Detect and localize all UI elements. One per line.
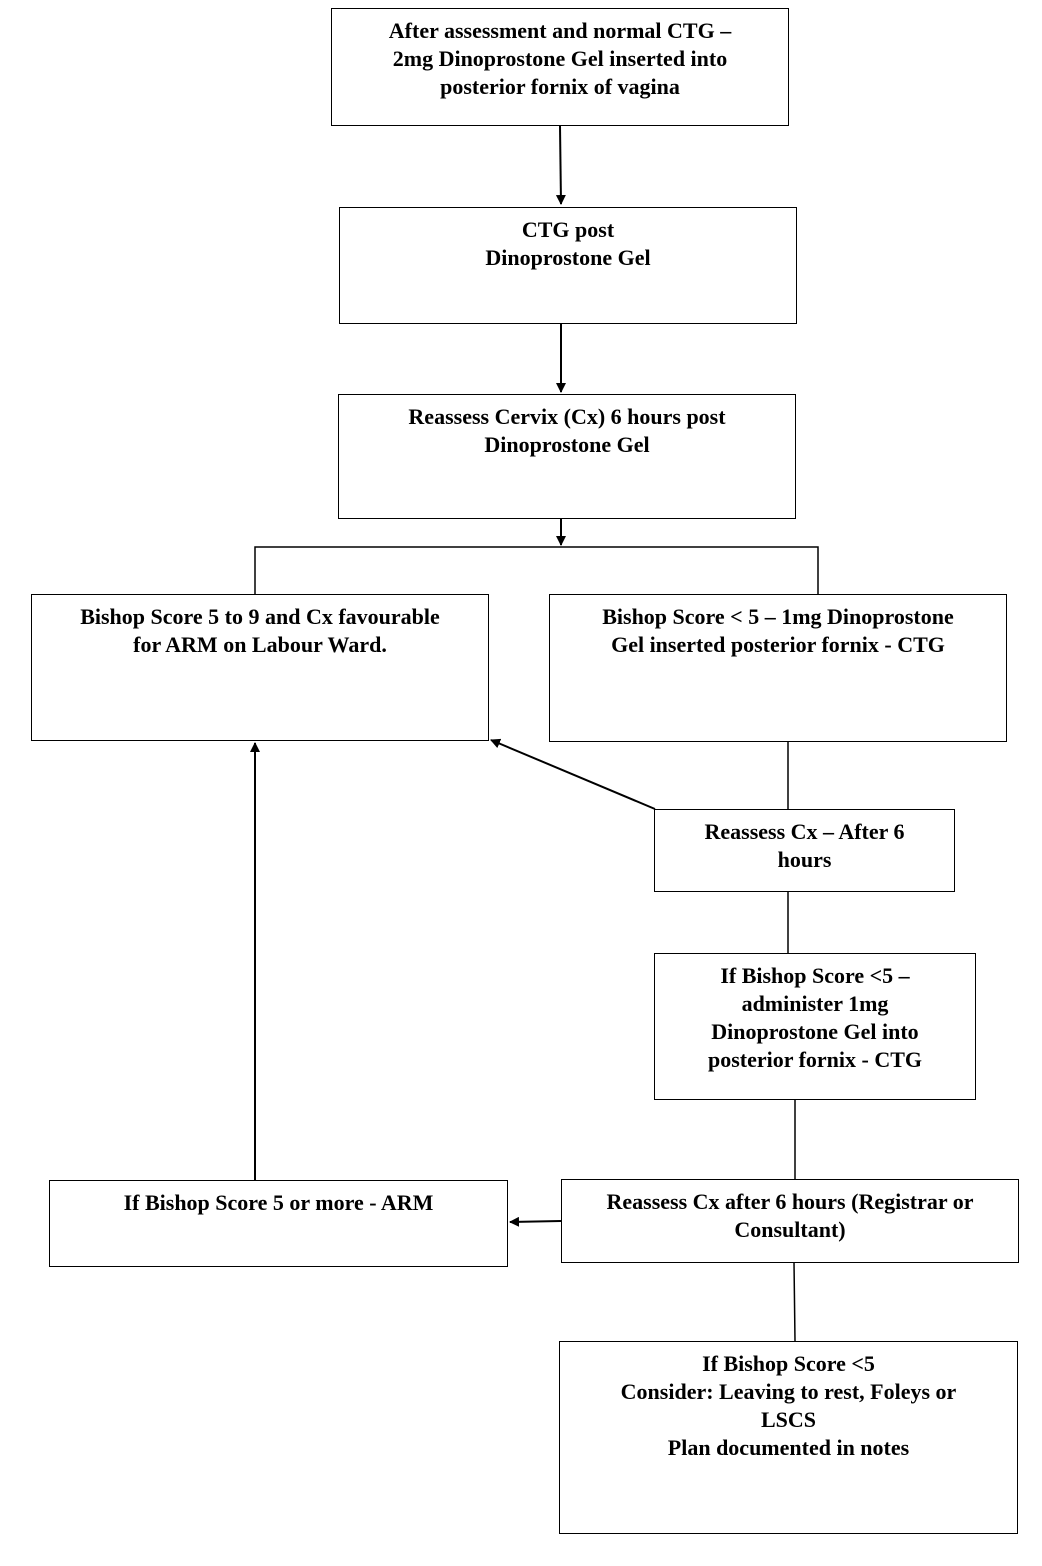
node-second-dose: If Bishop Score <5 – administer 1mg Dino…: [654, 953, 976, 1100]
arrow-senior-to-arm: [509, 1216, 562, 1227]
node-text: Plan documented in notes: [667, 1435, 910, 1460]
node-text: If Bishop Score <5 –: [720, 963, 910, 988]
node-favourable-arm: Bishop Score 5 to 9 and Cx favourable fo…: [31, 594, 489, 741]
node-text: 2mg Dinoprostone Gel inserted into: [392, 46, 728, 71]
node-text: If Bishop Score <5: [702, 1351, 875, 1376]
node-still-low-options: If Bishop Score <5 Consider: Leaving to …: [559, 1341, 1018, 1534]
node-text: Bishop Score 5 to 9 and Cx favourable: [80, 604, 440, 629]
node-text: CTG post: [521, 217, 615, 242]
node-text: Reassess Cx – After 6: [704, 819, 905, 844]
node-text: Dinoprostone Gel into: [711, 1019, 919, 1044]
node-text: hours: [777, 847, 832, 872]
node-text: Consultant): [734, 1217, 846, 1242]
node-text: Bishop Score < 5 – 1mg Dinoprostone: [602, 604, 954, 629]
node-text: Reassess Cx after 6 hours (Registrar or: [606, 1189, 974, 1214]
node-text: administer 1mg: [741, 991, 889, 1016]
arrow-reassess-to-favourable: [490, 738, 656, 810]
node-text: Dinoprostone Gel: [484, 432, 650, 457]
arrow-step1-to-step2: [555, 125, 566, 205]
step-reassess-cervix: Reassess Cervix (Cx) 6 hours post Dinopr…: [338, 394, 796, 519]
node-reassess-registrar: Reassess Cx after 6 hours (Registrar or …: [561, 1179, 1019, 1263]
node-low-score-1mg: Bishop Score < 5 – 1mg Dinoprostone Gel …: [549, 594, 1007, 742]
node-text: After assessment and normal CTG –: [388, 18, 732, 43]
step-ctg-post-gel: CTG post Dinoprostone Gel: [339, 207, 797, 324]
node-text: for ARM on Labour Ward.: [133, 632, 387, 657]
node-text: posterior fornix of vagina: [440, 74, 680, 99]
step-gel-insertion: After assessment and normal CTG – 2mg Di…: [331, 8, 789, 126]
node-text: Reassess Cervix (Cx) 6 hours post: [408, 404, 726, 429]
node-text: posterior fornix - CTG: [707, 1047, 923, 1072]
line-senior-to-still-low: [793, 1261, 796, 1342]
branch-connector: [254, 546, 819, 594]
node-text: If Bishop Score 5 or more - ARM: [123, 1190, 434, 1215]
node-text: LSCS: [760, 1407, 817, 1432]
node-text: Consider: Leaving to rest, Foleys or: [620, 1379, 957, 1404]
node-arm: If Bishop Score 5 or more - ARM: [49, 1180, 508, 1267]
node-text: Dinoprostone Gel: [485, 245, 651, 270]
node-text: Gel inserted posterior fornix - CTG: [611, 632, 945, 657]
node-reassess-6-hours: Reassess Cx – After 6 hours: [654, 809, 955, 892]
